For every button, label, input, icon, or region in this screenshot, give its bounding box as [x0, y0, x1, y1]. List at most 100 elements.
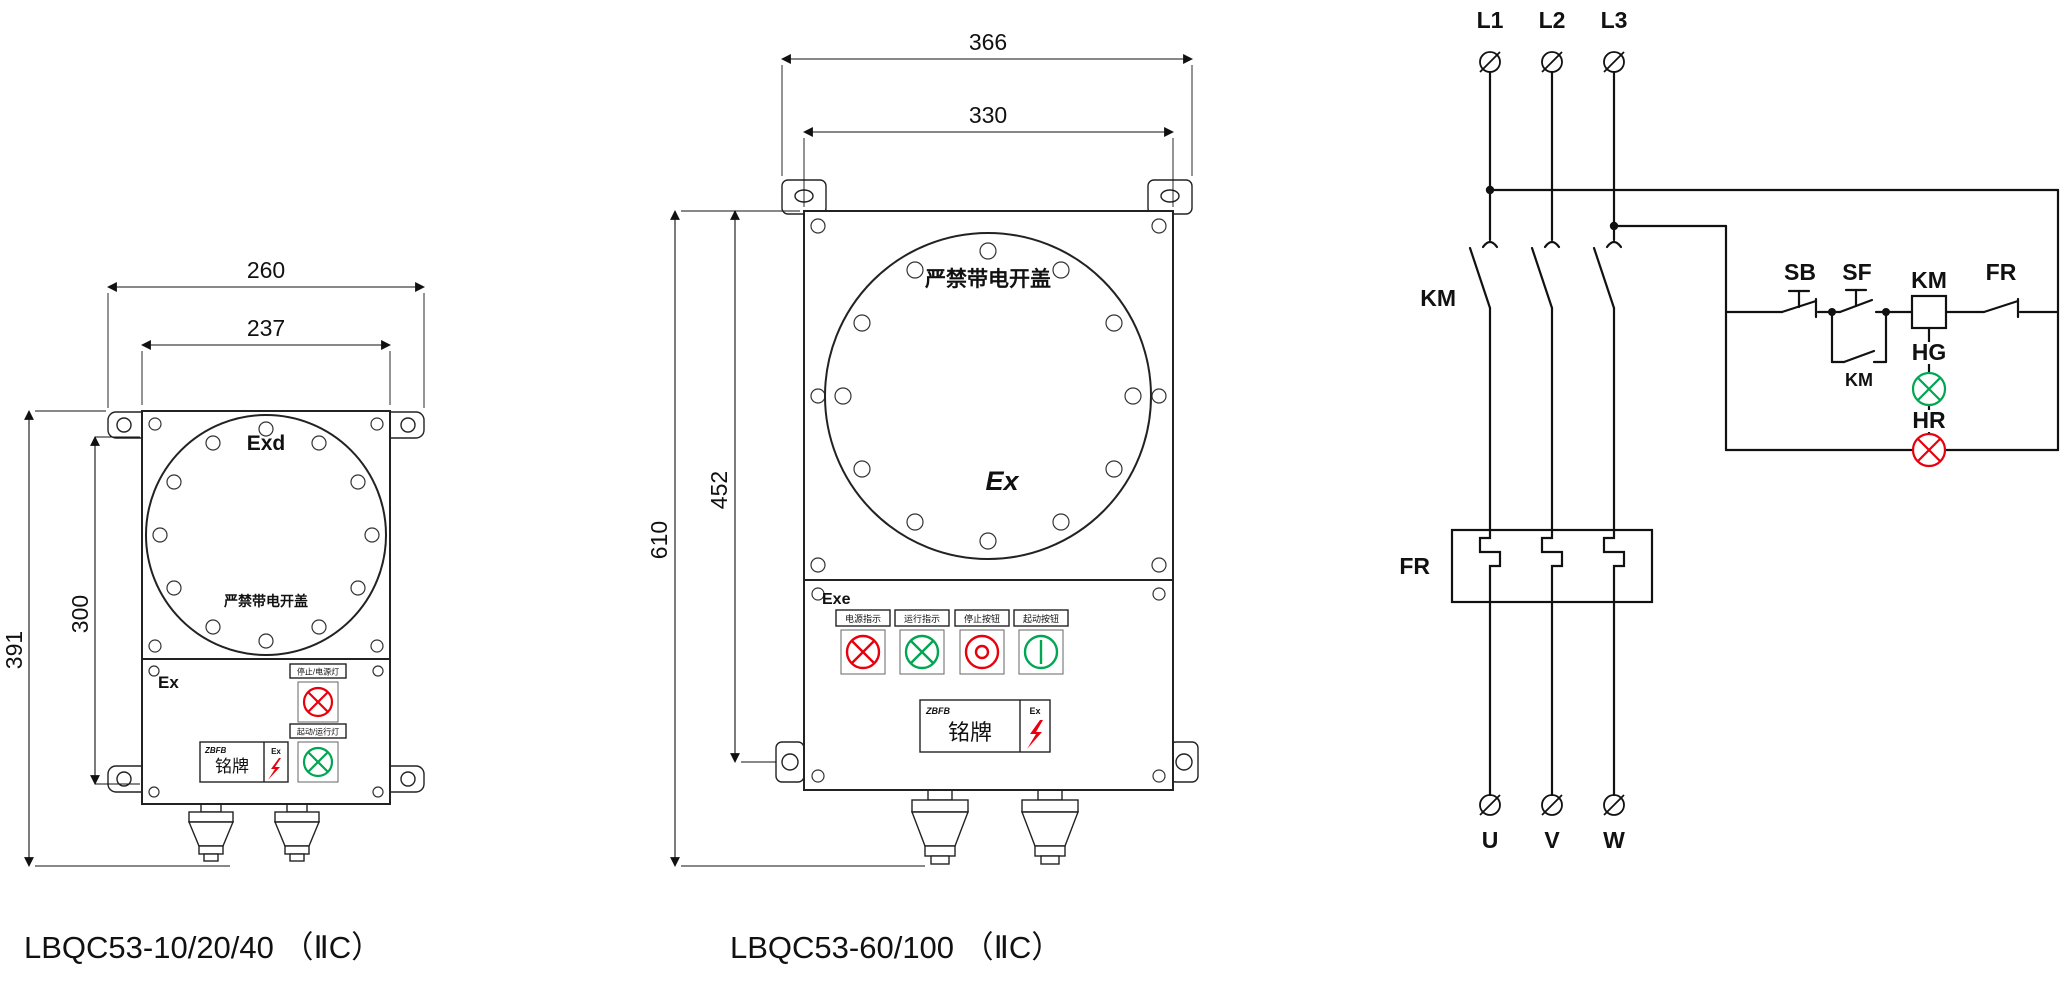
- stop-button-sb: SB: [1780, 259, 1818, 319]
- dim-610: 610: [646, 521, 672, 559]
- input-terminals: [1479, 51, 1625, 73]
- cover-warning-text: 严禁带电开盖: [223, 593, 308, 609]
- label-mask: [1910, 410, 1948, 432]
- nameplate-text: 铭牌: [215, 757, 249, 776]
- nameplate-brand: ZBFB: [925, 706, 950, 716]
- nameplate-text: 铭牌: [948, 720, 992, 745]
- ear-slot: [1160, 189, 1180, 203]
- start-button-unit: 起动按钮: [1013, 609, 1069, 675]
- label-mask: [1910, 342, 1948, 364]
- start-run-lamp-unit: 起动/运行灯: [289, 723, 347, 783]
- phase-w-label: W: [1603, 827, 1625, 853]
- phase-lines-middle: [1488, 306, 1616, 532]
- km-coil-label: KM: [1911, 267, 1947, 293]
- round-cover: [145, 414, 387, 656]
- nameplate-cert: Ex: [1029, 706, 1040, 716]
- ear-hole: [781, 753, 799, 771]
- exe-mark: Exe: [822, 591, 851, 608]
- middle-lower-body: Exe 电源指示 运行指示: [803, 579, 1174, 791]
- left-dimensions: 260 237 391 300: [1, 257, 425, 867]
- phase-lines-upper: [1488, 70, 1616, 242]
- lightning-icon: [268, 758, 281, 780]
- fr-contact-label: FR: [1986, 259, 2017, 285]
- middle-device: 严禁带电开盖 Ex Exe 电源指示: [646, 29, 1199, 965]
- run-indicator-unit: 运行指示: [894, 609, 950, 675]
- km-coil: KM: [1910, 267, 1948, 330]
- button-label: 起动按钮: [1023, 613, 1059, 624]
- green-lamp-hg: [1911, 371, 1947, 407]
- contactor-km-label: KM: [1420, 285, 1456, 311]
- middle-nameplate: ZBFB 铭牌 Ex: [919, 699, 1051, 753]
- left-mounting-ears: [107, 411, 425, 793]
- red-lamp-hr-label: HR: [1912, 407, 1946, 433]
- button-label: 停止按钮: [964, 613, 1000, 624]
- left-cover-body: Exd 严禁带电开盖: [141, 410, 391, 660]
- left-nameplate: ZBFB 铭牌 Ex: [199, 741, 289, 783]
- dim-300: 300: [67, 595, 93, 633]
- red-lamp-symbol: [302, 686, 334, 718]
- phase-l1-label: L1: [1477, 7, 1504, 33]
- green-lamp-symbol: [904, 634, 940, 670]
- nameplate-brand: ZBFB: [204, 746, 227, 755]
- left-device-title: LBQC53-10/20/40 （ⅡC）: [24, 930, 382, 965]
- stop-button-sb-label: SB: [1784, 259, 1816, 285]
- ear-hole: [1175, 753, 1193, 771]
- dim-366: 366: [969, 29, 1007, 55]
- phase-u-label: U: [1482, 827, 1499, 853]
- stop-button-symbol: [964, 634, 1000, 670]
- phase-l3-label: L3: [1601, 7, 1628, 33]
- left-device: Exd 严禁带电开盖 Ex 停止/电源灯: [1, 257, 425, 965]
- middle-cover-body: 严禁带电开盖 Ex: [803, 210, 1174, 581]
- middle-cable-glands: [910, 789, 1080, 865]
- middle-device-title: LBQC53-60/100 （ⅡC）: [730, 930, 1062, 965]
- dim-260: 260: [247, 257, 285, 283]
- start-button-symbol: [1023, 634, 1059, 670]
- ex-mark: Ex: [985, 466, 1019, 496]
- contactor-main-contacts: KM: [1420, 240, 1623, 311]
- thermal-relay-fr-label: FR: [1399, 553, 1430, 579]
- lamp-label: 停止/电源灯: [297, 667, 339, 677]
- cover-warning-text: 严禁带电开盖: [925, 267, 1051, 291]
- middle-dimensions: 366 330 610 452: [646, 29, 1193, 867]
- thermal-relay-fr: FR: [1399, 528, 1654, 797]
- cover-bolts: [152, 421, 380, 649]
- red-lamp-hr: [1911, 432, 1947, 468]
- button-label: 运行指示: [904, 613, 940, 624]
- start-button-sf-label: SF: [1842, 259, 1871, 285]
- button-label: 电源指示: [845, 613, 881, 624]
- ear-hole: [400, 771, 416, 787]
- left-lower-body: Ex 停止/电源灯 起动/运行灯: [141, 658, 391, 805]
- ear-hole: [116, 771, 132, 787]
- cover-bolts: [834, 242, 1142, 550]
- junction-dot: [1828, 308, 1836, 316]
- junction-dot: [1609, 221, 1619, 231]
- fr-overload-contact: FR: [1982, 259, 2020, 319]
- left-cable-glands: [187, 803, 321, 862]
- cable-gland: [910, 789, 970, 865]
- green-lamp-symbol: [302, 746, 334, 778]
- cable-gland: [187, 803, 235, 862]
- dim-330: 330: [969, 102, 1007, 128]
- round-cover: [824, 232, 1152, 560]
- ex-mark: Ex: [158, 673, 179, 692]
- exd-mark: Exd: [247, 432, 286, 455]
- junction-dot: [1485, 185, 1495, 195]
- circuit-diagram: L1 L2 L3 KM: [1399, 7, 2060, 853]
- stop-button-unit: 停止按钮: [954, 609, 1010, 675]
- km-aux-contact: KM: [1828, 308, 1890, 390]
- phase-v-label: V: [1544, 827, 1560, 853]
- phase-l2-label: L2: [1539, 7, 1566, 33]
- dim-391: 391: [1, 631, 27, 669]
- lamp-label: 起动/运行灯: [297, 727, 339, 737]
- middle-bottom-ears: [775, 741, 1199, 783]
- cable-gland: [273, 803, 321, 862]
- ear-hole: [116, 417, 132, 433]
- junction-dot: [1882, 308, 1890, 316]
- output-terminals: [1479, 794, 1625, 816]
- start-button-sf: SF: [1838, 259, 1874, 314]
- stop-power-lamp-unit: 停止/电源灯: [289, 663, 347, 723]
- nameplate-cert: Ex: [271, 747, 281, 756]
- cable-gland: [1020, 789, 1080, 865]
- km-aux-label: KM: [1845, 370, 1873, 390]
